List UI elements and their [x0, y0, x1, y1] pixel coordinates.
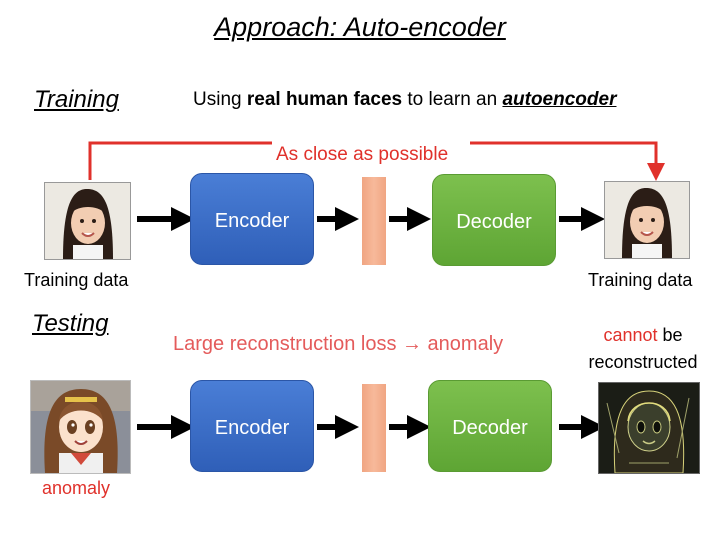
similarity-bracket-right [470, 141, 665, 181]
anomaly-input-anime-image [30, 380, 131, 474]
failed-reconstruction-image [598, 382, 700, 474]
description-part-1: Using [193, 89, 247, 110]
reconstruction-loss-label: Large reconstruction loss → anomaly [173, 333, 504, 355]
training-decoder-block: Decoder [432, 174, 556, 266]
training-output-face-image [604, 181, 690, 259]
training-input-face-image [44, 182, 131, 260]
cannot-word: cannot [603, 325, 658, 345]
testing-encoder-block: Encoder [190, 380, 314, 472]
close-as-possible-label: As close as possible [276, 144, 449, 165]
reconstructed-word: reconstructed [588, 352, 698, 372]
training-section-label: Training [34, 86, 119, 113]
anomaly-caption: anomaly [42, 478, 111, 498]
testing-decoder-block: Decoder [428, 380, 552, 472]
training-output-caption: Training data [588, 270, 693, 290]
similarity-bracket [88, 141, 272, 180]
cannot-be-reconstructed-note: cannot be reconstructed [572, 322, 714, 376]
training-description: Using real human faces to learn an autoe… [193, 89, 616, 111]
description-part-2: real human faces [246, 89, 403, 110]
slide-title: Approach: Auto-encoder [214, 12, 506, 42]
training-encoder-block: Encoder [190, 173, 314, 265]
training-input-caption: Training data [24, 270, 129, 290]
testing-section-label: Testing [32, 310, 109, 337]
description-part-3: to learn an [402, 89, 503, 110]
description-part-4: autoencoder [502, 89, 617, 110]
cannot-rest: be [657, 325, 683, 345]
training-latent-code [362, 177, 386, 265]
testing-latent-code [362, 384, 386, 472]
